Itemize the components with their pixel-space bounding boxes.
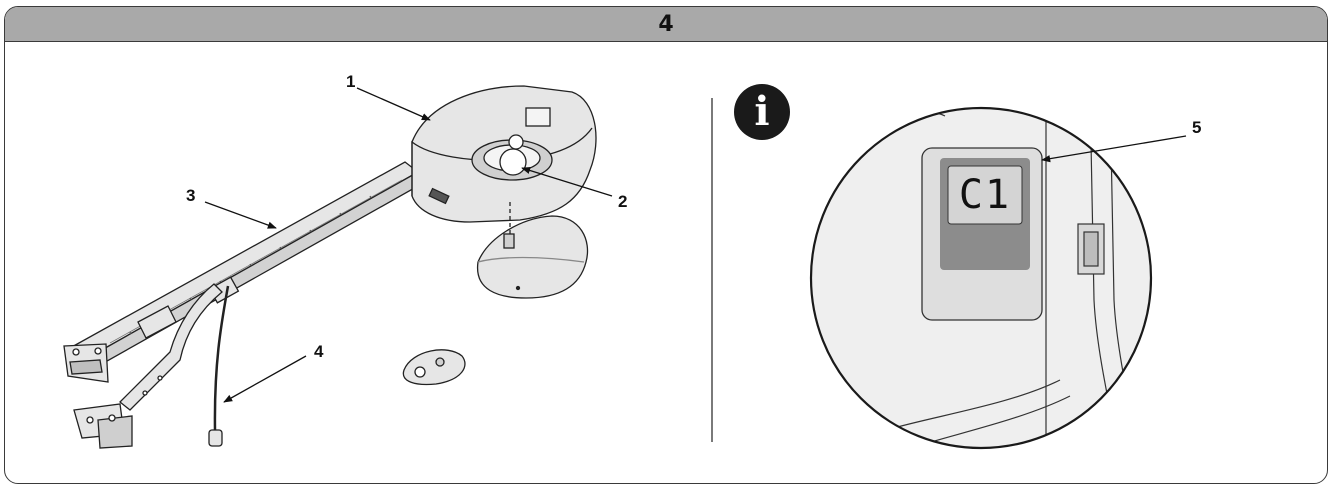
callout-4: 4 [314, 342, 324, 361]
wall-bracket [63, 343, 109, 383]
figure-frame: 4 [4, 6, 1328, 484]
door-arm [119, 283, 223, 411]
magnified-view [809, 106, 1153, 450]
display-readout: C1 [958, 172, 1012, 218]
callout-5: 5 [1192, 118, 1202, 137]
motor-head [411, 85, 597, 223]
release-cord [208, 285, 230, 447]
info-glyph: i [754, 88, 770, 135]
display-screen [947, 165, 1023, 225]
callout-1: 1 [346, 72, 356, 91]
rail [68, 161, 420, 376]
remote-control [402, 349, 466, 386]
callout-2: 2 [618, 192, 628, 211]
figure-number: 4 [658, 11, 674, 37]
opener-assembly [63, 85, 597, 449]
figure-header: 4 [5, 7, 1327, 42]
info-icon [734, 84, 790, 140]
display-housing [921, 147, 1043, 321]
leader-lines-left [204, 87, 613, 403]
callout-3: 3 [186, 186, 196, 205]
info-badge [734, 84, 790, 140]
light-cover [476, 215, 589, 299]
leader-line-5 [1041, 135, 1187, 163]
door-bracket [73, 403, 133, 449]
